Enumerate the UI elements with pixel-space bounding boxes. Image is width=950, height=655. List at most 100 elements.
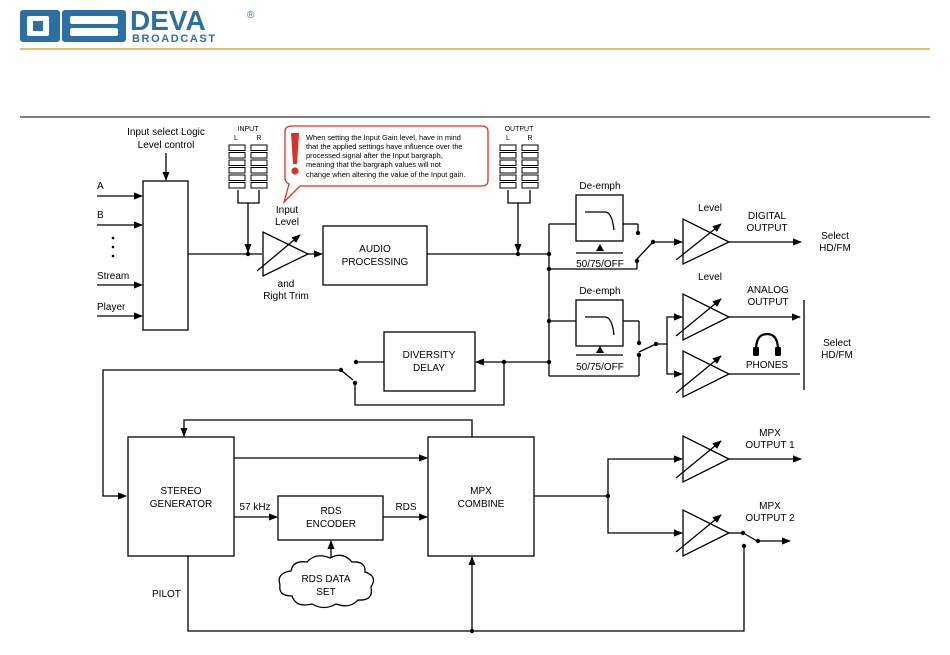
svg-text:Level: Level xyxy=(275,217,299,228)
svg-text:PHONES: PHONES xyxy=(746,360,789,371)
svg-text:ANALOG: ANALOG xyxy=(747,285,789,296)
svg-text:MPX: MPX xyxy=(759,428,781,439)
svg-text:OUTPUT: OUTPUT xyxy=(747,297,788,308)
input-meter-left-segment xyxy=(228,182,246,189)
input-stream-label: Stream xyxy=(97,271,129,282)
svg-text:meaning that the bargraph valu: meaning that the bargraph values will no… xyxy=(306,160,441,169)
output-meter-left-segment xyxy=(499,182,517,189)
svg-text:change when altering the value: change when altering the value of the In… xyxy=(306,170,465,179)
svg-text:MPX: MPX xyxy=(470,486,492,497)
output-meter-right-segment xyxy=(521,182,539,189)
diversity-switch xyxy=(341,370,354,381)
svg-text:STEREO: STEREO xyxy=(160,486,201,497)
rds-data-cloud: RDS DATA SET xyxy=(278,554,375,609)
svg-text:OUTPUT: OUTPUT xyxy=(746,223,787,234)
svg-text:Select: Select xyxy=(821,231,849,242)
svg-text:AUDIO: AUDIO xyxy=(359,244,391,255)
exclamation-icon xyxy=(291,133,299,164)
input-select-title-2: Level control xyxy=(138,140,195,151)
input-meter-left-segment xyxy=(228,167,246,174)
svg-text:R: R xyxy=(256,135,261,142)
svg-text:PILOT: PILOT xyxy=(152,589,181,600)
input-meter-right-segment xyxy=(250,182,268,189)
deemph-digital-filter xyxy=(575,194,624,242)
svg-text:DELAY: DELAY xyxy=(413,363,445,374)
output-meter-right-segment xyxy=(521,144,539,151)
output-meter-left-segment xyxy=(499,144,517,151)
digital-deemph-switch xyxy=(636,241,654,260)
output-meter-left-segment xyxy=(499,167,517,174)
output-meter-title: OUTPUT xyxy=(505,126,535,133)
output-meter: OUTPUT L R xyxy=(499,126,539,253)
deemph-digital-modes: 50/75/OFF xyxy=(576,259,624,270)
deemph-analog-modes: 50/75/OFF xyxy=(576,362,624,373)
output-meter-right-segment xyxy=(521,174,539,181)
svg-text:DIGITAL: DIGITAL xyxy=(748,211,787,222)
deemph-digital-label: De-emph xyxy=(579,181,620,192)
svg-text:processed signal after the Inp: processed signal after the Input bargrap… xyxy=(306,151,443,160)
svg-text:RDS DATA: RDS DATA xyxy=(301,574,350,585)
digital-level-amp xyxy=(682,217,731,266)
input-player-label: Player xyxy=(97,302,126,313)
phones-level-amp xyxy=(682,349,731,399)
input-level-amp xyxy=(262,230,310,278)
analog-deemph-switch xyxy=(638,343,657,353)
svg-text:57 kHz: 57 kHz xyxy=(239,502,270,513)
deemph-analog-filter xyxy=(575,299,624,347)
svg-text:ENCODER: ENCODER xyxy=(306,519,356,530)
rds-encoder-block xyxy=(277,495,384,541)
input-select-title-1: Input select Logic xyxy=(127,127,205,138)
input-meter-right-segment xyxy=(250,144,268,151)
input-meter-title: INPUT xyxy=(238,126,260,133)
mpx1-level-amp xyxy=(682,434,731,484)
svg-text:L: L xyxy=(234,135,238,142)
audio-processing-block xyxy=(322,225,428,286)
input-meter-left-segment xyxy=(228,159,246,166)
svg-text:RDS: RDS xyxy=(395,502,416,513)
svg-text:When setting the Input Gain le: When setting the Input Gain level, have … xyxy=(306,133,461,142)
svg-text:HD/FM: HD/FM xyxy=(819,243,851,254)
input-meter-left-segment xyxy=(228,144,246,151)
input-b-label: B xyxy=(97,210,104,221)
svg-text:RDS: RDS xyxy=(320,506,341,517)
svg-text:OUTPUT 1: OUTPUT 1 xyxy=(745,440,795,451)
logo-brand: DEVA xyxy=(130,5,206,36)
svg-text:that the applied settings have: that the applied settings have influence… xyxy=(306,142,463,151)
svg-text:Select: Select xyxy=(823,338,851,349)
input-meter: INPUT L R xyxy=(228,126,268,253)
input-meter-right-segment xyxy=(250,159,268,166)
deva-logo: DEVA ® BROADCAST xyxy=(20,5,255,45)
svg-text:Level: Level xyxy=(698,272,722,283)
input-meter-right-segment xyxy=(250,152,268,159)
mpx2-level-amp xyxy=(682,508,731,558)
svg-text:Input: Input xyxy=(276,205,298,216)
svg-text:COMBINE: COMBINE xyxy=(458,499,505,510)
diversity-delay-block xyxy=(383,331,476,392)
input-meter-right-segment xyxy=(250,174,268,181)
svg-text:SET: SET xyxy=(316,587,335,598)
output-meter-right-segment xyxy=(521,152,539,159)
output-meter-left-segment xyxy=(499,152,517,159)
headphones-icon xyxy=(753,332,781,356)
svg-text:GENERATOR: GENERATOR xyxy=(150,499,212,510)
mpx-combine-block xyxy=(427,436,535,557)
svg-text:Right Trim: Right Trim xyxy=(263,291,309,302)
mpx2-switch xyxy=(744,533,758,542)
input-a-label: A xyxy=(97,181,104,192)
svg-text:MPX: MPX xyxy=(759,501,781,512)
deemph-analog-label: De-emph xyxy=(579,286,620,297)
svg-text:L: L xyxy=(506,135,510,142)
svg-text:HD/FM: HD/FM xyxy=(821,350,853,361)
svg-text:OUTPUT 2: OUTPUT 2 xyxy=(745,513,795,524)
logo-sub: BROADCAST xyxy=(132,33,217,45)
svg-text:Level: Level xyxy=(698,203,722,214)
input-meter-left-segment xyxy=(228,152,246,159)
input-select-block xyxy=(142,180,189,331)
svg-text:PROCESSING: PROCESSING xyxy=(342,257,409,268)
stereo-generator-block xyxy=(127,436,235,557)
output-meter-right-segment xyxy=(521,167,539,174)
logo-reg: ® xyxy=(247,10,255,21)
input-gain-note: When setting the Input Gain level, have … xyxy=(282,125,489,205)
svg-text:R: R xyxy=(527,135,532,142)
